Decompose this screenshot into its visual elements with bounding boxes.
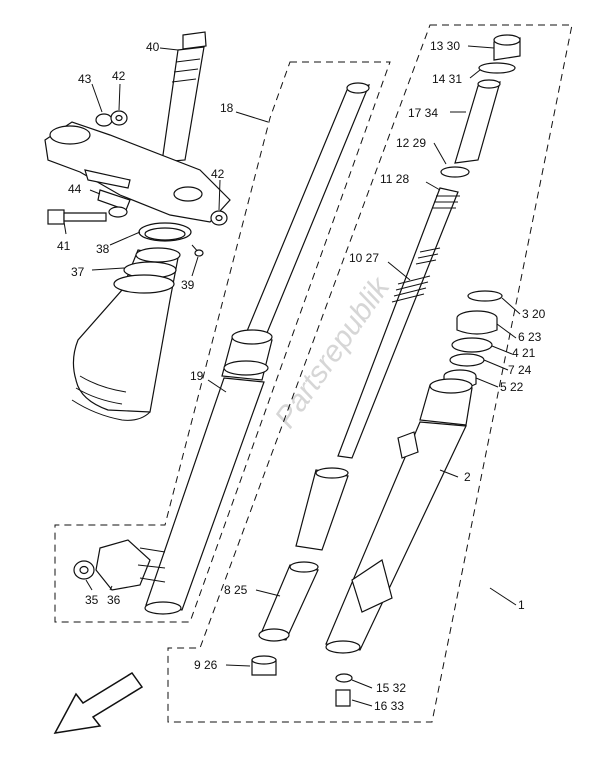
callout-37: 37 (71, 265, 85, 279)
callout-12-29: 12 29 (396, 136, 426, 150)
cap-bolt-13 (493, 34, 521, 61)
nut-43 (95, 113, 113, 127)
callout-11-28: 11 28 (380, 172, 409, 186)
screw-39 (191, 244, 204, 257)
band-38 (138, 222, 192, 242)
callout-36: 36 (107, 593, 121, 607)
caliper-bracket-36 (95, 539, 166, 591)
callout-8-25: 8 25 (224, 583, 248, 597)
direction-arrow-icon (53, 671, 144, 734)
callout-13-30: 13 30 (430, 39, 460, 53)
outer-tube-19 (144, 329, 273, 615)
nut-35 (73, 560, 95, 580)
washer-4 (451, 337, 493, 353)
callout-43: 43 (78, 72, 92, 86)
fork-boot-37 (71, 247, 181, 421)
washer-42-top (110, 110, 128, 126)
callout-42-top: 42 (112, 69, 126, 83)
callout-42-right: 42 (211, 167, 225, 181)
callout-6-23: 6 23 (518, 330, 542, 344)
callout-2: 2 (464, 470, 471, 484)
callout-41: 41 (57, 239, 71, 253)
spring-10 (391, 247, 441, 303)
callout-44: 44 (68, 182, 82, 196)
callout-7-24: 7 24 (508, 363, 532, 377)
callout-17-34: 17 34 (408, 106, 438, 120)
callout-39: 39 (181, 278, 195, 292)
outer-leg-2 (325, 378, 473, 654)
right-group-outline (167, 24, 573, 723)
callout-16-33: 16 33 (374, 699, 404, 713)
callout-14-31: 14 31 (432, 72, 462, 86)
o-ring-14 (478, 62, 516, 74)
circlip-3 (467, 290, 503, 302)
callout-3-20: 3 20 (522, 307, 546, 321)
callout-19: 19 (190, 369, 204, 383)
clip-44 (97, 189, 131, 218)
callout-labels: 40 43 42 44 42 41 38 39 37 18 19 35 36 1… (57, 39, 546, 713)
spacer-17 (454, 79, 501, 164)
lower-bracket (44, 121, 231, 223)
callout-4-21: 4 21 (512, 346, 536, 360)
left-group-outline (54, 61, 391, 623)
oil-lock-9 (251, 655, 277, 676)
slide-metal-7 (449, 353, 485, 367)
washer-12 (440, 166, 470, 178)
callout-15-32: 15 32 (376, 681, 406, 695)
callout-5-22: 5 22 (500, 380, 524, 394)
oil-seal-6 (456, 310, 498, 335)
clamp-bolt-41 (47, 209, 107, 225)
callout-1: 1 (518, 598, 525, 612)
washer-42-right (210, 210, 228, 226)
steering-stem (161, 31, 207, 163)
leader-lines (63, 45, 521, 707)
callout-9-26: 9 26 (194, 658, 218, 672)
washer-15 (335, 673, 353, 683)
callout-38: 38 (96, 242, 110, 256)
callout-35: 35 (85, 593, 99, 607)
spring-seat-8 (258, 467, 349, 642)
callout-40: 40 (146, 40, 160, 54)
callout-18: 18 (220, 101, 234, 115)
drain-bolt-16 (335, 689, 351, 707)
callout-10-27: 10 27 (349, 251, 379, 265)
